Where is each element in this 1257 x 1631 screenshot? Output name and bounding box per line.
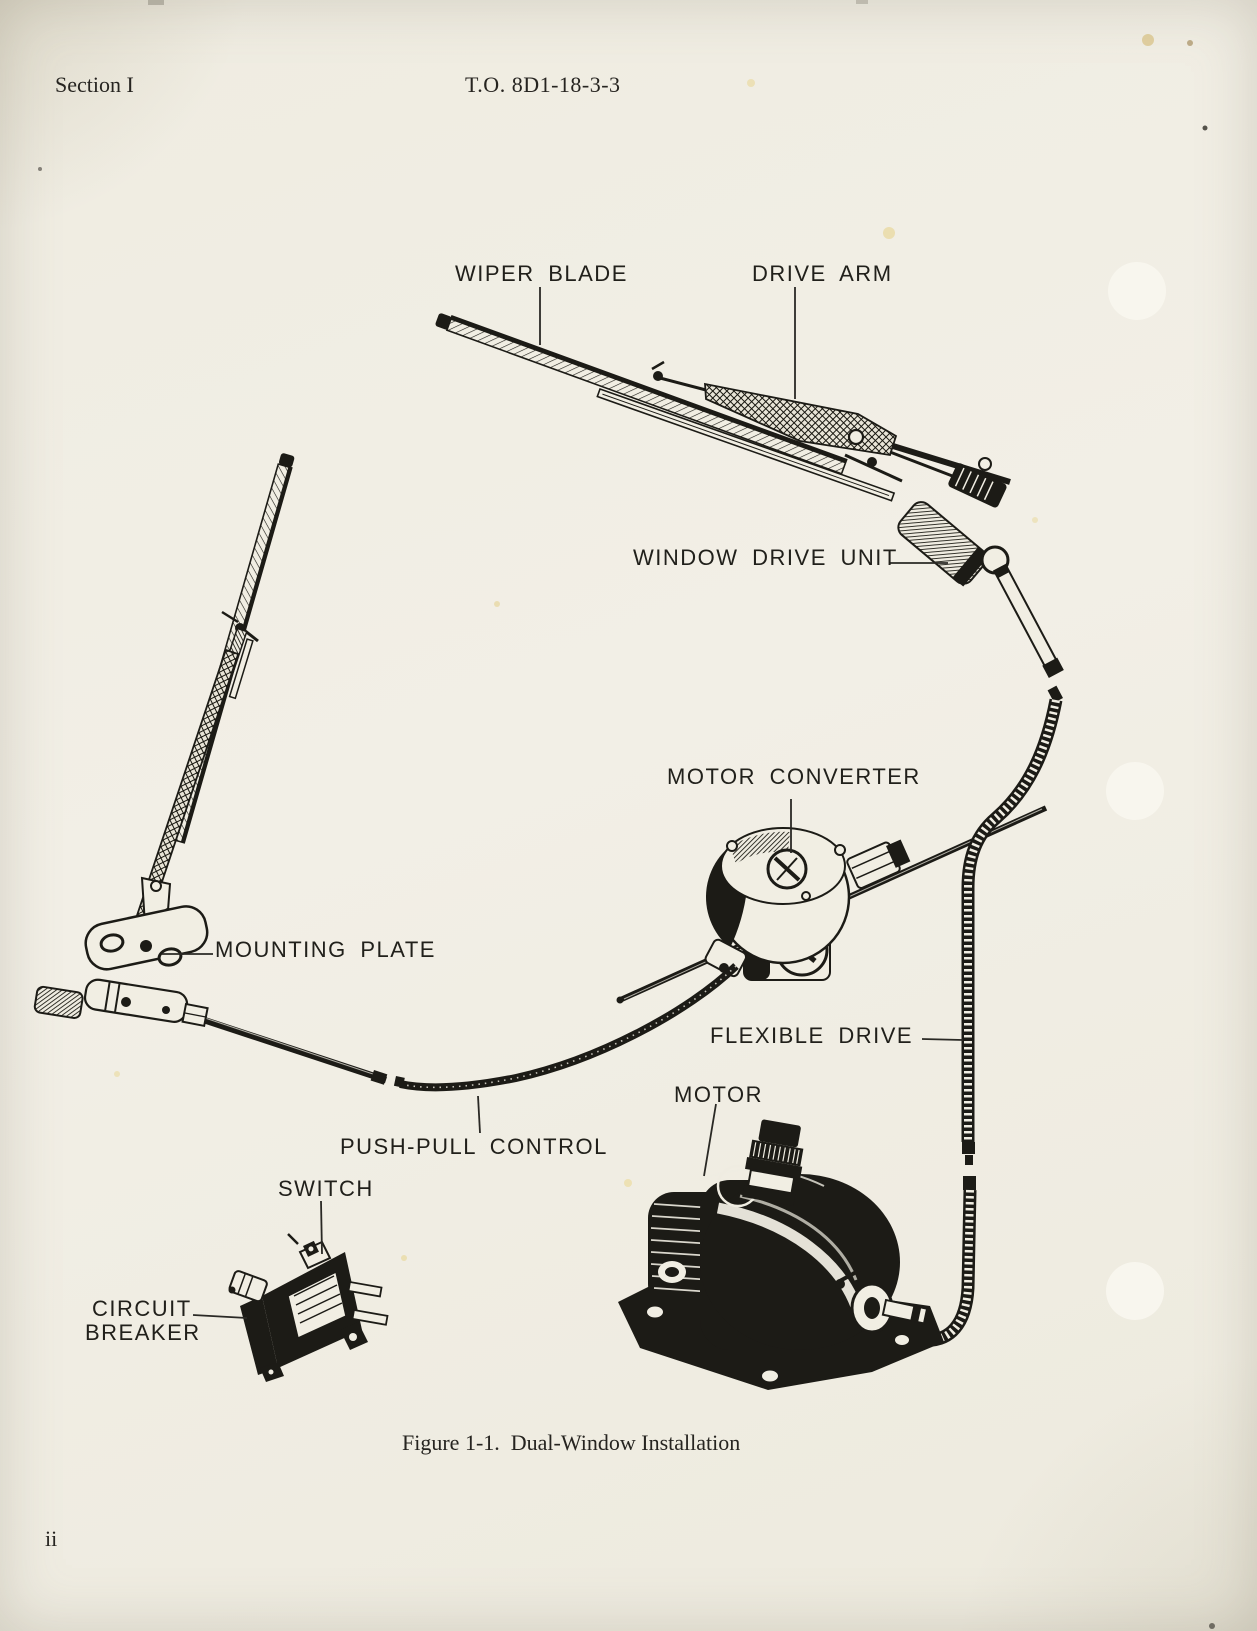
leader-push-pull-control [477,1095,481,1134]
paper-artifacts [38,0,1215,1629]
page-number: ii [45,1526,58,1551]
motor-connector-art [742,1119,804,1206]
leader-lines [162,287,964,1319]
figure-caption: Figure 1-1. Dual-Window Installation [402,1430,741,1455]
binder-hole-mark [1108,262,1166,320]
circuit-breaker-switch-art [228,1233,389,1382]
section-heading: Section I [55,72,134,97]
label-window-drive-unit: WINDOW DRIVE UNIT [633,545,898,570]
label-wiper-blade: WIPER BLADE [455,261,628,286]
leader-motor [703,1103,717,1177]
technical-order-number: T.O. 8D1-18-3-3 [465,72,621,97]
label-circuit-breaker-line2: BREAKER [85,1320,201,1345]
label-motor: MOTOR [674,1082,763,1107]
label-motor-converter: MOTOR CONVERTER [667,764,921,789]
drive-arm-art [704,382,1011,508]
callout-labels: WIPER BLADE DRIVE ARM WINDOW DRIVE UNIT … [85,261,921,1345]
label-mounting-plate: MOUNTING PLATE [215,937,436,962]
motor-art [618,1119,944,1390]
label-drive-arm: DRIVE ARM [752,261,893,286]
binder-hole-mark [1106,1262,1164,1320]
window-drive-unit-art [897,501,1064,678]
label-push-pull-control: PUSH-PULL CONTROL [340,1134,608,1159]
mounting-plate-art [33,876,209,1028]
binder-hole-mark [1106,762,1164,820]
wiper-blade-art [435,313,896,502]
leader-circuit-breaker [192,1314,248,1319]
leader-switch [320,1200,323,1255]
label-flexible-drive: FLEXIBLE DRIVE [710,1023,913,1048]
push-pull-control-art [196,963,739,1092]
label-switch: SWITCH [278,1176,374,1201]
label-circuit-breaker-line1: CIRCUIT [92,1296,192,1321]
leader-flexible-drive [921,1038,964,1041]
motor-converter-art [704,827,851,981]
left-wiper-arm-art [123,453,295,957]
